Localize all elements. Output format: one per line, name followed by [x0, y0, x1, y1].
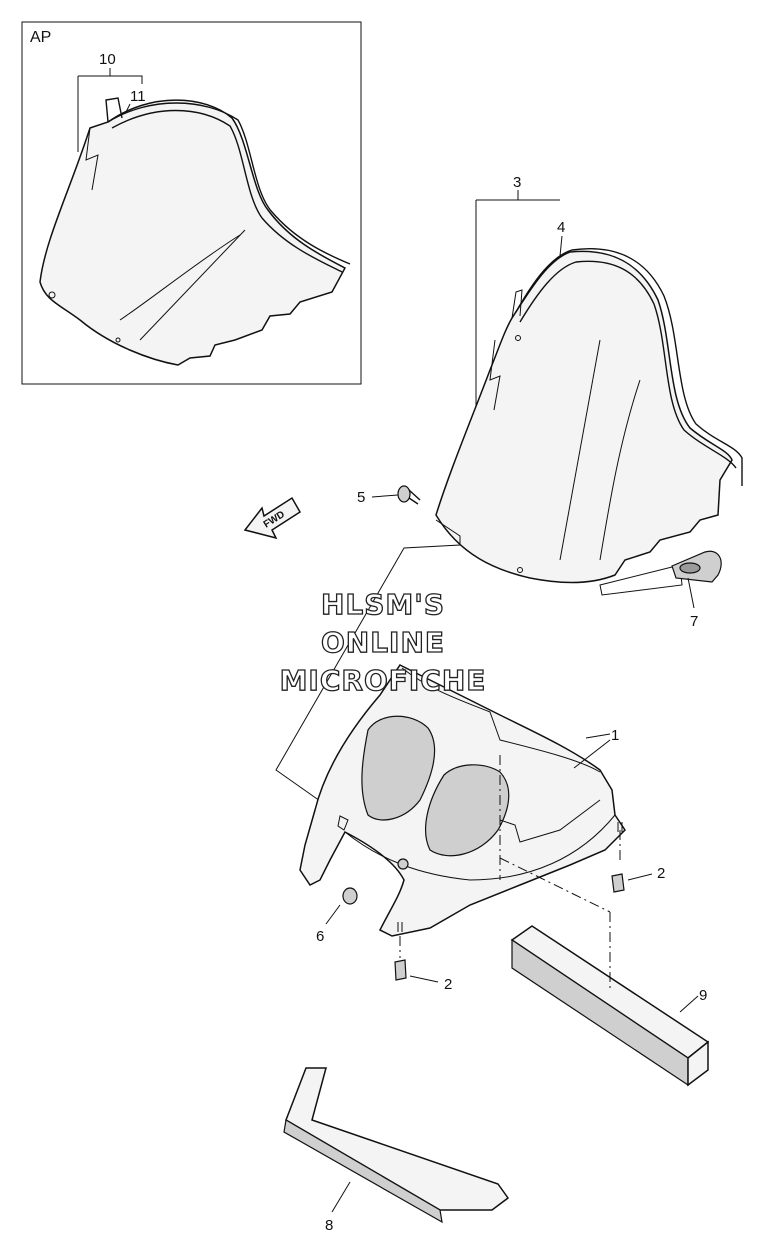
cowl-headlight-left: [361, 715, 436, 821]
callout-leader-9: [679, 995, 699, 1013]
windscreen-assembly: 3 4: [435, 174, 743, 596]
callout-6: 6: [316, 928, 324, 945]
windscreen-hole-top: [515, 335, 521, 341]
cowl-upper-inner: [401, 667, 601, 773]
callout-4: 4: [557, 219, 565, 236]
fwd-arrow-shape: [243, 496, 302, 540]
windscreen: [435, 250, 733, 584]
callout-2a: 2: [657, 865, 665, 882]
callout-leader-5: [371, 494, 399, 498]
seal-strip-8: 8: [283, 1067, 510, 1234]
callout-leader-4: [559, 235, 563, 257]
callout-leader-7: [687, 577, 695, 609]
foam-block-9: 9: [510, 912, 710, 1087]
windscreen-reflection-1: [559, 339, 601, 561]
cowl-headlight-right: [424, 764, 510, 857]
callout-leader-2a: [627, 873, 653, 881]
screw-5-shank: [408, 489, 421, 505]
inset-frame: [21, 21, 362, 385]
windscreen-reflection-2: [599, 379, 641, 561]
callout-leader-11: [125, 103, 131, 113]
screw-5: 5: [357, 485, 421, 506]
inset-reflection-2: [119, 234, 241, 321]
bolt-2-bottom: 2: [394, 959, 452, 993]
windscreen-edge-notch: [489, 339, 501, 411]
seal-8-front: [283, 1119, 443, 1224]
windscreen-trim: [515, 248, 743, 486]
inset-label: AP: [30, 29, 51, 46]
cowl-grommet: [397, 858, 409, 870]
callout-7: 7: [690, 613, 698, 630]
inset-edge-notch: [85, 127, 99, 191]
bolt-2-right-body: [611, 873, 625, 893]
watermark-line-3: MICROFICHE: [280, 664, 487, 697]
callout-2b: 2: [444, 976, 452, 993]
screw-5-head: [397, 485, 411, 503]
callout-5: 5: [357, 489, 365, 506]
callout-1: 1: [611, 727, 619, 744]
inset-panel: AP 10 11: [21, 21, 362, 385]
watermark-line-2: ONLINE: [321, 626, 445, 659]
nut-7: 7: [671, 550, 722, 630]
watermark: HLSM'S ONLINE MICROFICHE: [279, 587, 487, 697]
callout-leader-2b: [409, 975, 439, 983]
centerline-diagonal: [499, 857, 611, 913]
seal-8-top: [285, 1067, 510, 1211]
watermark-line-1: HLSM'S: [321, 588, 445, 621]
callout-leader-1b: [573, 739, 611, 769]
inset-hole-1: [48, 291, 56, 299]
cowl-bolt-hole-bottom: [397, 922, 403, 932]
foam-9-end: [687, 1040, 709, 1087]
callout-10: 10: [99, 51, 116, 68]
callout-leader-1: [585, 733, 611, 739]
windscreen-lower-edge: [599, 564, 683, 596]
callout-leader-6: [325, 904, 341, 925]
cowl-clip-left: [337, 815, 349, 831]
windscreen-hole-bottom: [517, 567, 523, 573]
windscreen-to-cowl-leader: [275, 519, 461, 809]
windscreen-trim-tab: [511, 289, 523, 319]
fwd-arrow: FWD: [243, 496, 302, 540]
callout-8: 8: [325, 1217, 333, 1234]
inset-windscreen: [39, 99, 347, 366]
inset-trim-tab: [105, 97, 123, 123]
inset-windscreen-trim-inner: [111, 109, 343, 273]
callout-11: 11: [130, 88, 146, 105]
cowl-lower-edge: [344, 814, 616, 881]
windscreen-trim-inner: [519, 260, 737, 469]
inset-reflection-1: [139, 229, 246, 341]
bolt-2-bottom-body: [394, 959, 407, 981]
nut-7-slot: [679, 562, 701, 574]
bolt-2-right: 2: [611, 865, 665, 893]
cowl-bolt-hole-right: [617, 822, 623, 832]
grommet-6-body: [342, 887, 358, 905]
callout-leader-8: [331, 1181, 351, 1213]
inset-hole-2: [115, 337, 121, 343]
inset-windscreen-trim: [107, 102, 351, 265]
grommet-6: 6: [316, 887, 358, 945]
cowl-inner-panel: [499, 799, 601, 843]
callout-9: 9: [699, 987, 707, 1004]
upper-cowl: 1: [299, 664, 626, 937]
foam-9-top: [510, 925, 710, 1059]
callout-3: 3: [513, 174, 521, 191]
callout-bracket-10: [78, 75, 143, 84]
